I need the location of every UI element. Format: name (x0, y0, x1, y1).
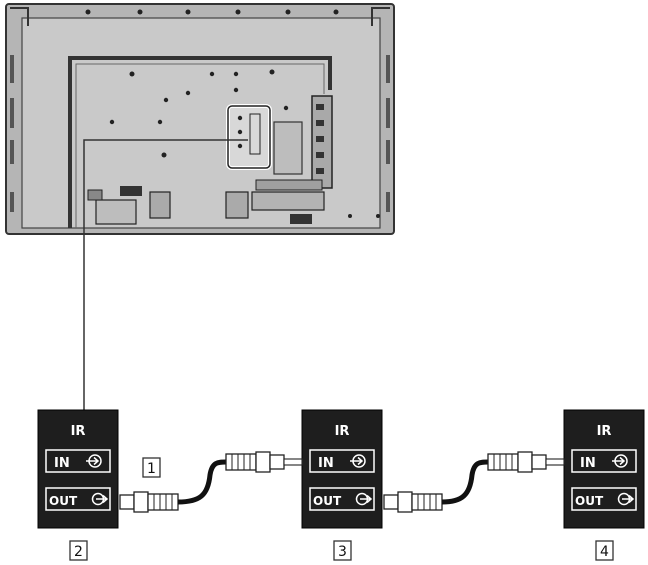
callout-2-label: 2 (74, 544, 83, 560)
in-port-label: IN (580, 456, 596, 471)
in-arrow-icon (612, 454, 628, 468)
ir-panel-3: IR IN OUT (301, 409, 383, 529)
callout-3: 3 (333, 540, 352, 561)
ir-title: IR (597, 424, 612, 439)
ir-title: IR (71, 424, 86, 439)
callout-3-label: 3 (338, 544, 347, 560)
ir-panel-2: IR IN OUT (37, 409, 119, 529)
in-arrow-icon (86, 454, 102, 468)
in-arrow-icon (350, 454, 366, 468)
out-arrow-icon (617, 492, 635, 506)
out-port-label: OUT (575, 494, 604, 508)
in-port-label: IN (318, 456, 334, 471)
in-port-label: IN (54, 456, 70, 471)
callout-4: 4 (595, 540, 614, 561)
ir-title: IR (335, 424, 350, 439)
display-rear-view (5, 3, 395, 235)
callout-2: 2 (69, 540, 88, 561)
callout-1-label: 1 (147, 461, 156, 477)
ir-cable-1 (119, 451, 303, 513)
out-port-label: OUT (49, 494, 78, 508)
out-arrow-icon (91, 492, 109, 506)
wire-display-to-panel-2 (83, 139, 248, 410)
callout-1: 1 (142, 457, 161, 478)
out-arrow-icon (355, 492, 373, 506)
out-port-label: OUT (313, 494, 342, 508)
ir-cable-2 (383, 451, 565, 513)
callout-4-label: 4 (600, 544, 609, 560)
ir-panel-4: IR IN OUT (563, 409, 645, 529)
